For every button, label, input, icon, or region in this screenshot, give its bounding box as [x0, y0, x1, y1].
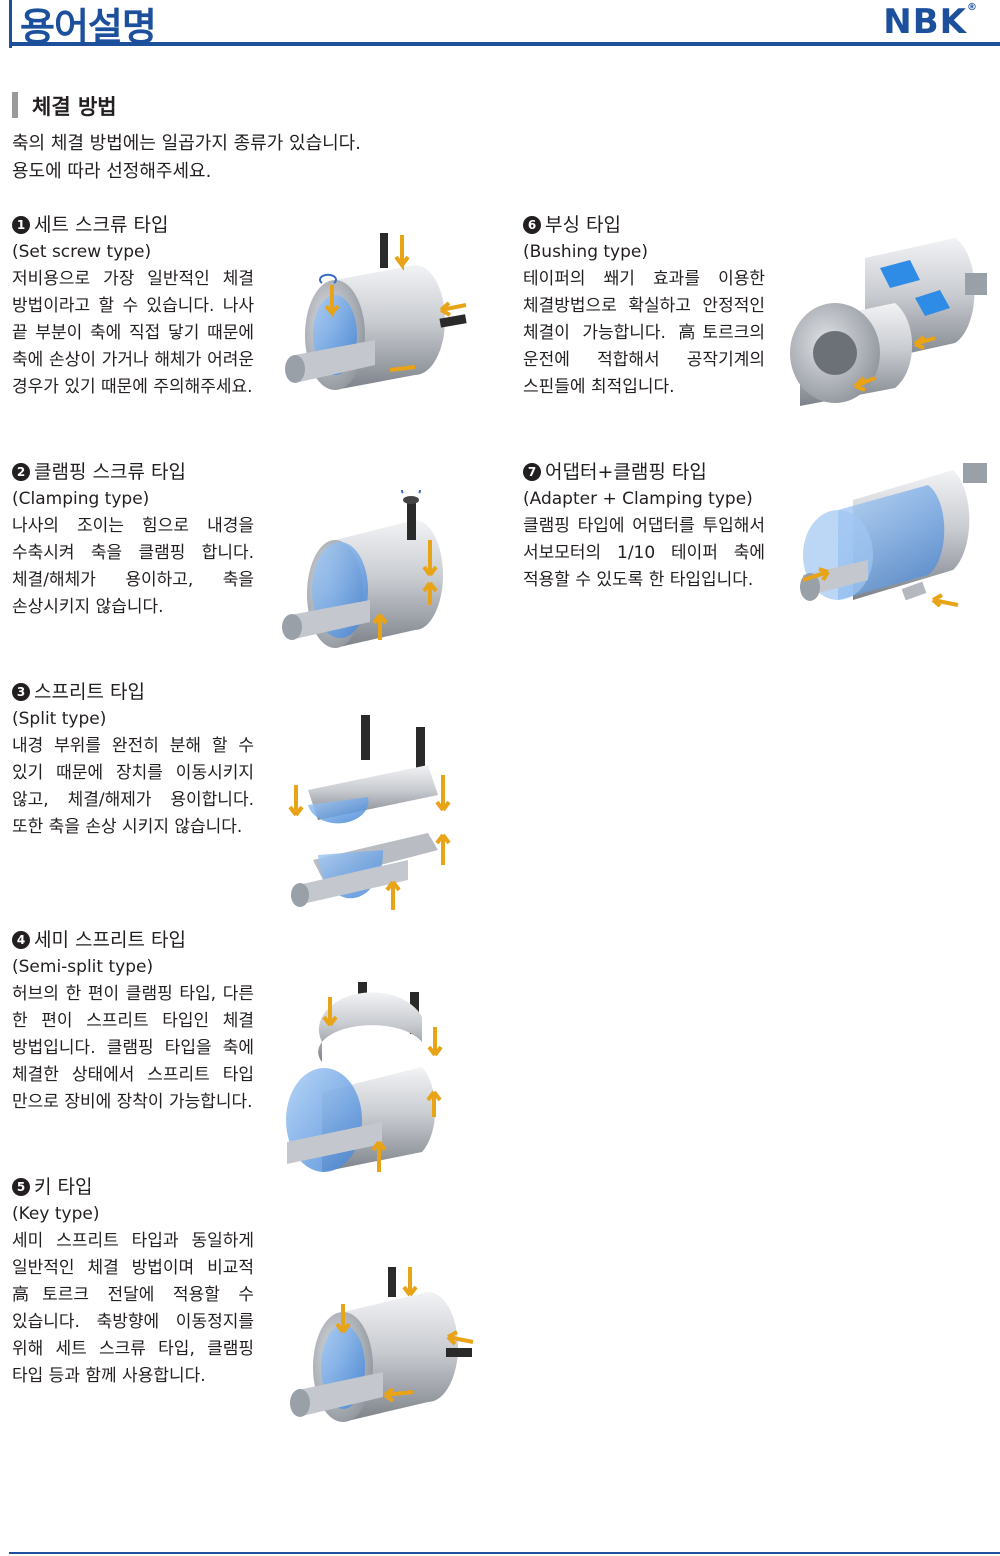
page-title: 용어설명 [20, 5, 157, 49]
header-rule [9, 42, 1000, 46]
desc-line: 체결한 상태에서 스프리트 타입 [12, 1065, 254, 1085]
item-english-name: (Set screw type) [12, 242, 152, 262]
semi-split-coupling-icon [286, 982, 443, 1172]
desc-line: 내경 부위를 완전히 분해 할 수 [12, 736, 254, 756]
intro-line-1: 축의 체결 방법에는 일곱가지 종류가 있습니다. [12, 133, 361, 154]
item-number: 7 [523, 463, 541, 481]
desc-line: 위해 세트 스크류 타입, 클램핑 [12, 1339, 254, 1359]
desc-line: 체결이 가능합니다. 高토르크의 [523, 323, 765, 343]
desc-line: 타입 등과 함께 사용합니다. [12, 1366, 206, 1386]
desc-line: 서보모터의 1/10 테이퍼 축에 [523, 543, 765, 563]
clamping-coupling-icon [282, 490, 443, 648]
split-coupling-icon [288, 715, 451, 910]
section-title: 체결 방법 [32, 95, 117, 119]
desc-line: 있기 때문에 장치를 이동시키지 [12, 763, 254, 783]
desc-line: 허브의 한 편이 클램핑 타입, 다른 [12, 984, 254, 1004]
footer-rule [9, 1552, 1000, 1554]
item-number: 3 [12, 683, 30, 701]
item-description: 내경 부위를 완전히 분해 할 수 있기 때문에 장치를 이동시키지 않고, 체… [12, 733, 254, 841]
desc-line: 또한 축을 손상 시키지 않습니다. [12, 817, 243, 837]
desc-line: 끝 부분이 축에 직접 닿기 때문에 [12, 323, 254, 343]
registered-mark: ® [967, 2, 978, 13]
desc-line: 한 편이 스프리트 타입인 체결 [12, 1011, 254, 1031]
desc-line: 클램핑 타입에 어댑터를 투입해서 [523, 516, 765, 536]
desc-line: 경우가 있기 때문에 주의해주세요. [12, 377, 253, 397]
desc-line: 테이퍼의 쐐기 효과를 이용한 [523, 269, 765, 289]
item-description: 클램핑 타입에 어댑터를 투입해서 서보모터의 1/10 테이퍼 축에 적용할 … [523, 513, 765, 594]
item-english-name: (Clamping type) [12, 489, 150, 509]
nbk-logo: NBK® [883, 2, 978, 42]
item-english-name: (Semi-split type) [12, 957, 154, 977]
item-title: 어댑터+클램핑 타입 [545, 461, 707, 483]
item-number: 5 [12, 1178, 30, 1196]
item-description: 허브의 한 편이 클램핑 타입, 다른 한 편이 스프리트 타입인 체결 방법입… [12, 981, 254, 1116]
intro-line-2: 용도에 따라 선정해주세요. [12, 161, 212, 182]
desc-line: 방법입니다. 클램핑 타입을 축에 [12, 1038, 254, 1058]
desc-line: 스핀들에 최적입니다. [523, 377, 675, 397]
desc-line: 적용할 수 있도록 한 타입입니다. [523, 570, 754, 590]
bushing-coupling-icon [790, 238, 987, 406]
desc-line: 체결/해체가 용이하고, 축을 [12, 570, 254, 590]
desc-line: 않고, 체결/해제가 용이합니다. [12, 790, 254, 810]
item-number: 4 [12, 931, 30, 949]
item-title: 부싱 타입 [545, 214, 621, 236]
item-description: 세미 스프리트 타입과 동일하게 일반적인 체결 방법이며 비교적 高토르크 전… [12, 1228, 254, 1390]
section-marker [12, 92, 18, 118]
key-coupling-icon [290, 1267, 474, 1422]
desc-line: 만으로 장비에 장착이 가능합니다. [12, 1092, 253, 1112]
item-english-name: (Bushing type) [523, 242, 649, 262]
desc-line: 일반적인 체결 방법이며 비교적 [12, 1258, 254, 1278]
item-number: 1 [12, 216, 30, 234]
item-english-name: (Adapter + Clamping type) [523, 489, 753, 509]
adapter-clamping-coupling-icon [800, 463, 987, 608]
desc-line: 운전에 적합해서 공작기계의 [523, 350, 765, 370]
set-screw-coupling-icon [285, 233, 467, 390]
desc-line: 손상시키지 않습니다. [12, 597, 164, 617]
item-title: 세미 스프리트 타입 [34, 929, 186, 951]
item-english-name: (Split type) [12, 709, 107, 729]
desc-line: 저비용으로 가장 일반적인 체결 [12, 269, 254, 289]
item-title: 스프리트 타입 [34, 681, 145, 703]
desc-line: 高토르크 전달에 적용할 수 [12, 1285, 254, 1305]
logo-text: NBK [883, 2, 967, 42]
item-title: 키 타입 [34, 1176, 93, 1198]
item-title: 세트 스크류 타입 [34, 214, 169, 236]
item-description: 나사의 조이는 힘으로 내경을 수축시켜 축을 클램핑 합니다. 체결/해체가 … [12, 513, 254, 621]
desc-line: 체결방법으로 확실하고 안정적인 [523, 296, 765, 316]
desc-line: 축에 손상이 가거나 해체가 어려운 [12, 350, 254, 370]
item-number: 6 [523, 216, 541, 234]
item-english-name: (Key type) [12, 1204, 100, 1224]
header-left-bar [9, 0, 12, 48]
desc-line: 세미 스프리트 타입과 동일하게 [12, 1231, 254, 1251]
desc-line: 방법이라고 할 수 있습니다. 나사 [12, 296, 254, 316]
desc-line: 수축시켜 축을 클램핑 합니다. [12, 543, 254, 563]
item-description: 저비용으로 가장 일반적인 체결 방법이라고 할 수 있습니다. 나사 끝 부분… [12, 266, 254, 401]
section-intro: 축의 체결 방법에는 일곱가지 종류가 있습니다. 용도에 따라 선정해주세요. [12, 130, 361, 186]
item-description: 테이퍼의 쐐기 효과를 이용한 체결방법으로 확실하고 안정적인 체결이 가능합… [523, 266, 765, 401]
page-header: 용어설명 NBK® [0, 0, 1000, 49]
desc-line: 나사의 조이는 힘으로 내경을 [12, 516, 254, 536]
item-title: 클램핑 스크류 타입 [34, 461, 186, 483]
desc-line: 있습니다. 축방향에 이동정지를 [12, 1312, 254, 1332]
item-number: 2 [12, 463, 30, 481]
